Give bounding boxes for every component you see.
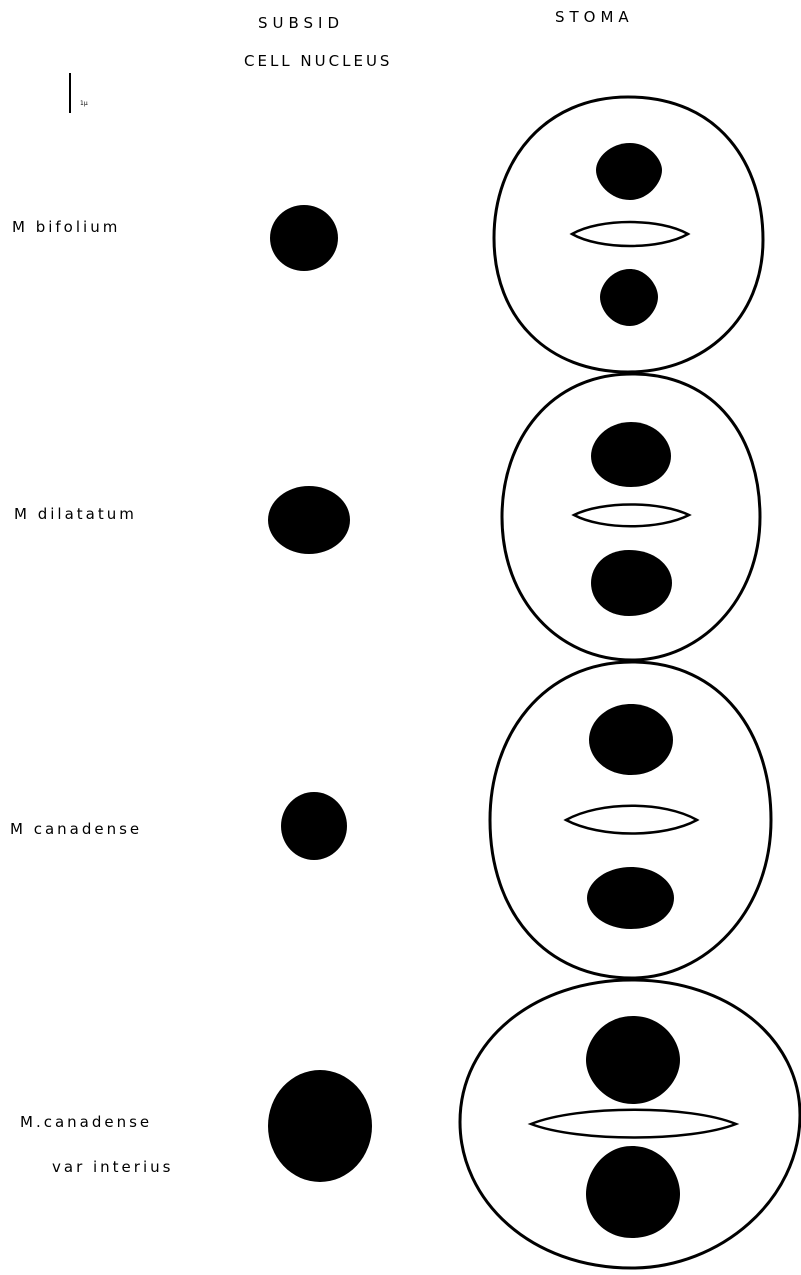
guard-cell-nucleus (591, 550, 672, 616)
subsid-nucleus-bifolium (270, 205, 338, 271)
stomatal-pore (531, 1110, 736, 1138)
guard-cell-nucleus (586, 1016, 680, 1104)
stoma-bifolium (494, 97, 763, 372)
stomatal-pore (574, 505, 689, 527)
stoma-canadense-interius (460, 980, 800, 1268)
guard-cell-nucleus (596, 143, 662, 200)
stomatal-pore (572, 222, 688, 246)
guard-cell-nucleus (587, 867, 674, 929)
stoma-dilatatum (502, 374, 760, 660)
guard-cell-nucleus (600, 269, 658, 326)
subsid-nucleus-canadense-interius (268, 1070, 372, 1182)
stomatal-pore (566, 806, 697, 834)
subsid-nucleus-dilatatum (268, 486, 350, 554)
guard-cell-nucleus (591, 422, 671, 487)
subsid-nucleus-canadense (281, 792, 347, 860)
guard-cell-nucleus (586, 1146, 680, 1238)
stoma-canadense (490, 662, 771, 978)
guard-cell-nucleus (589, 704, 673, 775)
